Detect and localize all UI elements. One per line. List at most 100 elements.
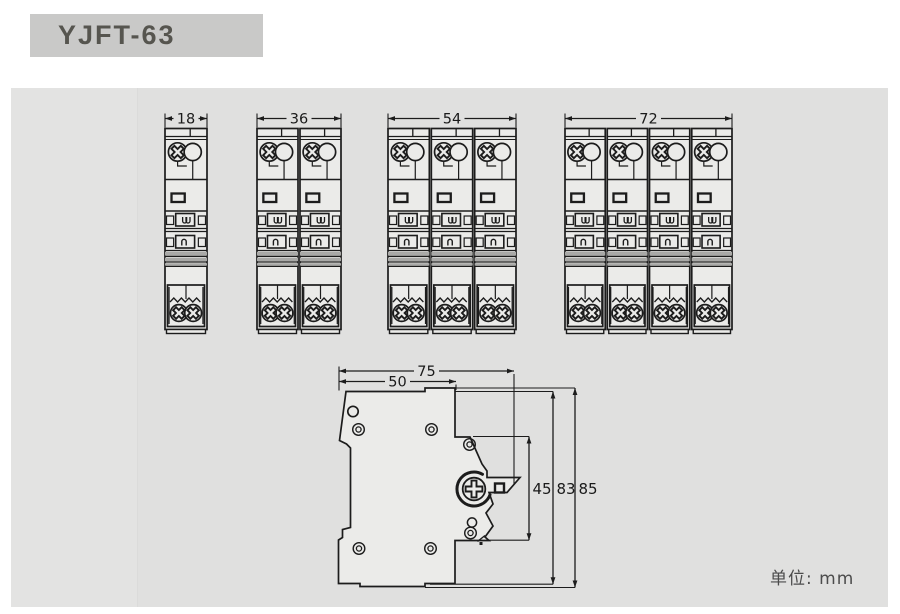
n-box bbox=[701, 234, 721, 249]
stripe bbox=[431, 257, 473, 262]
u-mark bbox=[491, 217, 497, 224]
dim-arrow bbox=[565, 116, 572, 121]
screw-cross bbox=[464, 479, 484, 499]
uu-box bbox=[658, 212, 679, 227]
stripe bbox=[165, 263, 207, 266]
screw-cross bbox=[711, 305, 726, 321]
n-mark bbox=[664, 238, 671, 246]
label-window bbox=[612, 192, 628, 204]
rivet-center bbox=[466, 441, 473, 448]
dim-arrow bbox=[507, 368, 514, 374]
dim-label-bg bbox=[286, 110, 312, 126]
front-view-4-pole: 72 bbox=[564, 110, 733, 335]
clamp-teeth bbox=[611, 297, 644, 303]
base-strip bbox=[257, 328, 298, 335]
rivet bbox=[463, 438, 477, 452]
screw-cross bbox=[669, 305, 684, 321]
screw-cross bbox=[611, 144, 627, 160]
model-banner: YJFT-63 bbox=[30, 14, 263, 57]
pole-button bbox=[317, 142, 337, 162]
terminal-window bbox=[493, 482, 506, 494]
u-mark bbox=[404, 217, 411, 224]
base-strip bbox=[475, 328, 516, 335]
clamp-teeth bbox=[569, 297, 601, 303]
dim-arrow bbox=[572, 580, 578, 588]
u-mark bbox=[708, 217, 714, 224]
dim-arrow bbox=[165, 116, 172, 121]
screw-arc bbox=[482, 493, 492, 505]
label-window bbox=[654, 192, 670, 204]
pole-button bbox=[183, 142, 203, 162]
stripe bbox=[649, 263, 690, 266]
screw-cross bbox=[171, 305, 186, 321]
clamp-teeth bbox=[435, 297, 468, 303]
label-window bbox=[393, 192, 409, 204]
n-box bbox=[174, 234, 196, 249]
screw-cross bbox=[394, 305, 409, 321]
clamp-teeth bbox=[261, 297, 293, 303]
screw-cross bbox=[263, 305, 278, 321]
dim-label: 50 bbox=[388, 375, 406, 391]
rivet bbox=[424, 542, 438, 556]
n-box bbox=[616, 234, 637, 249]
u-mark bbox=[451, 217, 457, 224]
dim-arrow bbox=[550, 577, 556, 585]
screw-cross bbox=[569, 144, 585, 160]
n-mark bbox=[580, 238, 587, 246]
pole-button bbox=[405, 142, 425, 162]
screw-cross bbox=[261, 144, 277, 160]
screw-cross bbox=[584, 305, 600, 321]
u-mark bbox=[711, 217, 717, 224]
dim-label: 45 bbox=[533, 480, 552, 498]
dim-label-bg bbox=[636, 110, 661, 126]
base-strip bbox=[692, 328, 732, 335]
dim-label-bg bbox=[385, 373, 410, 389]
stripe bbox=[649, 251, 690, 256]
screw-arc bbox=[455, 470, 484, 508]
stripe bbox=[691, 257, 732, 262]
stripe bbox=[388, 257, 430, 262]
dim-arrow bbox=[509, 116, 516, 121]
rivet bbox=[352, 542, 366, 556]
stripe bbox=[565, 251, 606, 256]
n-box bbox=[658, 234, 679, 249]
stripe bbox=[300, 263, 341, 266]
n-box bbox=[266, 234, 287, 249]
u-mark bbox=[581, 217, 587, 224]
n-box bbox=[441, 234, 462, 249]
label-window bbox=[436, 192, 452, 204]
label-window bbox=[570, 192, 586, 204]
stripe bbox=[565, 257, 606, 262]
stripe bbox=[565, 263, 606, 266]
dim-arrow bbox=[339, 368, 346, 374]
screw-cross bbox=[304, 144, 320, 160]
stripe bbox=[165, 257, 207, 262]
u-mark bbox=[494, 217, 500, 224]
screw-cross bbox=[481, 305, 496, 321]
pole-button bbox=[708, 142, 728, 162]
dim-arrow bbox=[526, 436, 532, 444]
n-mark bbox=[315, 238, 322, 246]
front-view-1-pole: 18 bbox=[164, 110, 208, 335]
stripe bbox=[691, 263, 732, 266]
dim-arrow bbox=[725, 116, 732, 121]
dim-arrow bbox=[388, 116, 395, 121]
model-number: YJFT-63 bbox=[58, 20, 176, 50]
side-profile bbox=[337, 387, 522, 588]
u-mark bbox=[185, 217, 191, 224]
rivet-center bbox=[467, 529, 474, 537]
stripe bbox=[474, 251, 516, 256]
uu-box bbox=[701, 212, 721, 227]
screw-cross bbox=[186, 305, 201, 321]
dim-label: 75 bbox=[417, 364, 435, 380]
n-mark bbox=[622, 238, 629, 246]
dim-label-bg bbox=[414, 363, 439, 379]
n-box bbox=[397, 234, 418, 249]
uu-box bbox=[309, 212, 330, 227]
dim-arrow bbox=[550, 391, 556, 399]
base-strip bbox=[432, 328, 472, 335]
uu-box bbox=[174, 212, 196, 227]
stripe bbox=[431, 251, 473, 256]
